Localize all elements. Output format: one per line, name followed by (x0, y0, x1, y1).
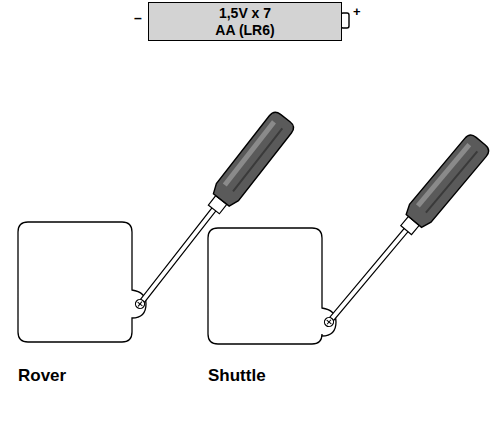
polarity-sign: + (353, 4, 361, 19)
model-label: Rover (18, 366, 66, 386)
battery-body: 1,5V x 7 AA (LR6) (148, 2, 342, 41)
battery-spec: 1,5V x 7 AA (LR6) (209, 5, 281, 39)
screwdriver (126, 109, 296, 316)
model-label: Shuttle (208, 366, 266, 386)
screwdriver (315, 132, 491, 334)
rover-cover (18, 222, 146, 342)
battery-terminal (341, 13, 349, 28)
polarity-sign: – (134, 10, 142, 26)
shuttle-cover (208, 228, 336, 344)
